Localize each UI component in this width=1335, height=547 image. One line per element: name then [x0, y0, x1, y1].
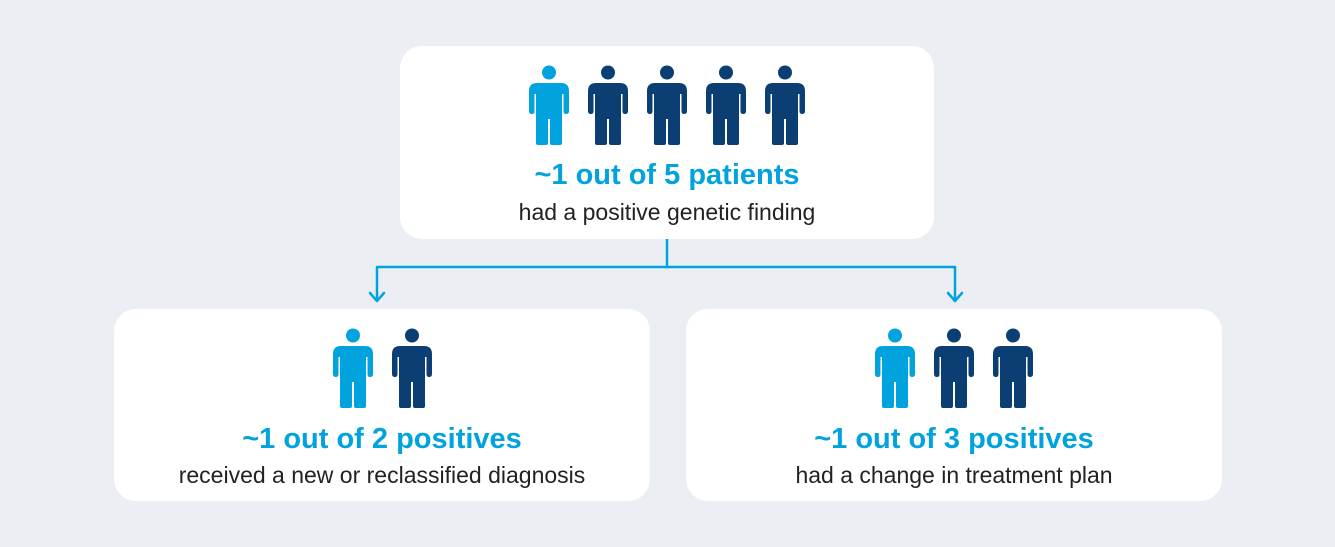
left-headline: ~1 out of 2 positives	[242, 423, 522, 455]
person-icon	[993, 328, 1033, 408]
top-headline: ~1 out of 5 patients	[534, 159, 800, 191]
person-icon	[875, 328, 915, 408]
person-icon	[647, 65, 687, 145]
arrow-left-icon	[368, 291, 386, 303]
right-subtext: had a change in treatment plan	[795, 462, 1113, 488]
person-icon	[332, 328, 373, 408]
person-icon	[529, 65, 569, 145]
right-headline: ~1 out of 3 positives	[814, 423, 1094, 455]
person-icon	[391, 328, 432, 408]
arrow-right-icon	[946, 291, 964, 303]
connector-branch	[375, 265, 957, 302]
figure-row	[686, 328, 1222, 408]
person-icon	[706, 65, 746, 145]
top-box: ~1 out of 5 patients had a positive gene…	[400, 46, 934, 239]
top-subtext: had a positive genetic finding	[518, 199, 816, 225]
right-box: ~1 out of 3 positives had a change in tr…	[686, 309, 1222, 501]
figure-row	[400, 65, 934, 145]
person-icon	[588, 65, 628, 145]
person-icon	[765, 65, 805, 145]
left-subtext: received a new or reclassified diagnosis	[178, 462, 586, 488]
figure-row	[114, 328, 650, 408]
person-icon	[934, 328, 974, 408]
left-box: ~1 out of 2 positives received a new or …	[114, 309, 650, 501]
